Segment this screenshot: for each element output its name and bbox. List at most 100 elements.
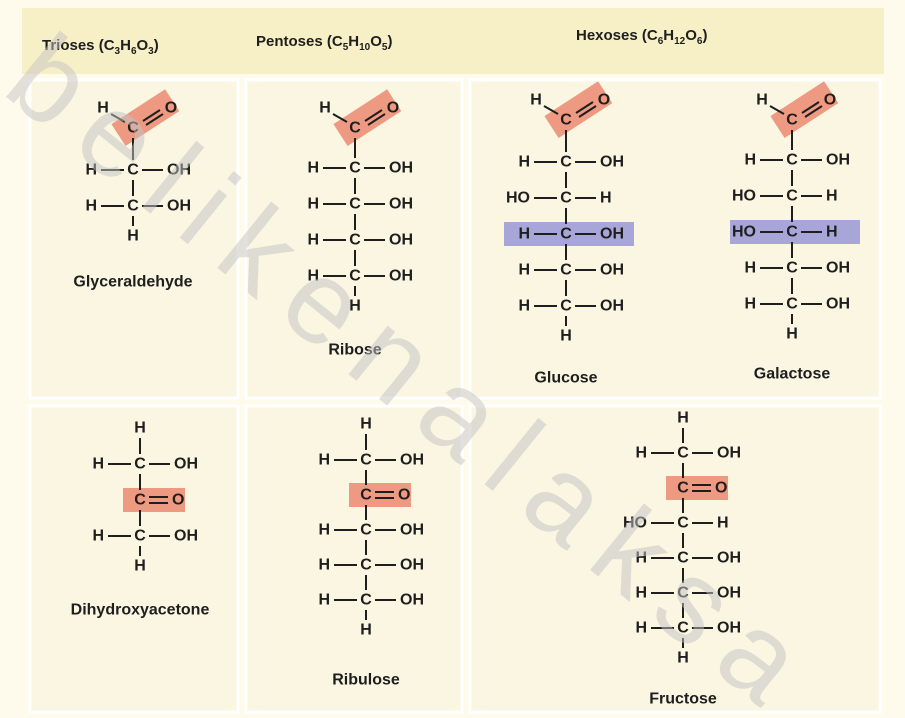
atom-carbon: C bbox=[134, 528, 146, 545]
atom-carbon: C bbox=[127, 198, 139, 215]
bond bbox=[110, 113, 126, 123]
atom-carbon: C bbox=[349, 268, 361, 285]
group-hydroxyl: OH bbox=[167, 198, 191, 215]
atom-hydrogen: H bbox=[97, 100, 109, 117]
atom-oxygen: O bbox=[398, 487, 410, 504]
bond-double bbox=[145, 113, 164, 126]
header-hexoses-c-count: 6 bbox=[658, 36, 664, 47]
highlight-carbonyl bbox=[544, 81, 613, 138]
atom-carbon: C bbox=[786, 296, 798, 313]
bond bbox=[543, 105, 559, 115]
highlight-chiral-carbon bbox=[504, 222, 634, 246]
atom-carbon: C bbox=[786, 112, 798, 129]
bond-double bbox=[367, 113, 386, 126]
highlight-carbonyl bbox=[770, 81, 839, 138]
highlight-carbonyl bbox=[333, 89, 402, 146]
group-hydroxyl: OH bbox=[400, 452, 424, 469]
atom-hydrogen: H bbox=[134, 558, 146, 575]
group-hydroxyl: OH bbox=[600, 298, 624, 315]
molecule-name-ribose: Ribose bbox=[328, 342, 381, 359]
highlight-chiral-carbon bbox=[730, 220, 860, 244]
molecule-name-fructose: Fructose bbox=[649, 691, 717, 708]
atom-carbon: C bbox=[349, 232, 361, 249]
atom-hydrogen: H bbox=[85, 198, 97, 215]
atom-hydrogen: H bbox=[744, 296, 756, 313]
atom-hydrogen: H bbox=[635, 620, 647, 637]
atom-hydrogen: H bbox=[127, 228, 139, 245]
molecule-name-glucose: Glucose bbox=[534, 370, 597, 387]
atom-hydrogen: H bbox=[319, 100, 331, 117]
atom-carbon: C bbox=[786, 260, 798, 277]
atom-hydrogen: H bbox=[307, 232, 319, 249]
atom-hydrogen: H bbox=[349, 298, 361, 315]
bond-double bbox=[364, 109, 383, 122]
atom-hydrogen: H bbox=[92, 456, 104, 473]
atom-carbon: C bbox=[560, 154, 572, 171]
atom-hydrogen: H bbox=[560, 328, 572, 345]
atom-carbon: C bbox=[560, 262, 572, 279]
atom-carbon: C bbox=[349, 160, 361, 177]
header-band bbox=[22, 8, 884, 74]
group-hydroxyl: OH bbox=[400, 557, 424, 574]
atom-hydrogen: H bbox=[92, 528, 104, 545]
group-hydroxyl: OH bbox=[389, 196, 413, 213]
header-hexoses: Hexoses (C6H12O6) bbox=[576, 27, 707, 47]
atom-hydrogen: H bbox=[756, 92, 768, 109]
atom-carbon: C bbox=[127, 162, 139, 179]
atom-hydrogen: H bbox=[318, 452, 330, 469]
header-trioses-o-count: 3 bbox=[148, 46, 154, 57]
atom-carbon: C bbox=[786, 188, 798, 205]
atom-oxygen: O bbox=[165, 100, 177, 117]
atom-oxygen: O bbox=[598, 92, 610, 109]
header-trioses-h-count: 6 bbox=[131, 46, 137, 57]
bond-double bbox=[804, 105, 823, 118]
atom-carbon: C bbox=[677, 480, 689, 497]
group-hydroxyl: HO bbox=[623, 515, 647, 532]
group-hydroxyl: OH bbox=[174, 456, 198, 473]
atom-carbon: C bbox=[560, 112, 572, 129]
atom-carbon: C bbox=[360, 452, 372, 469]
atom-hydrogen: H bbox=[318, 592, 330, 609]
atom-carbon: C bbox=[360, 557, 372, 574]
bond-double bbox=[575, 101, 594, 114]
atom-hydrogen: H bbox=[360, 416, 372, 433]
group-hydroxyl: OH bbox=[717, 620, 741, 637]
atom-hydrogen: H bbox=[518, 154, 530, 171]
atom-carbon: C bbox=[127, 120, 139, 137]
group-hydroxyl: HO bbox=[506, 190, 530, 207]
group-hydroxyl: OH bbox=[826, 296, 850, 313]
header-trioses-c-count: 3 bbox=[115, 46, 121, 57]
group-hydroxyl: OH bbox=[400, 522, 424, 539]
header-pentoses-h-count: 10 bbox=[359, 42, 371, 53]
group-hydroxyl: OH bbox=[600, 262, 624, 279]
header-pentoses: Pentoses (C5H10O5) bbox=[256, 33, 392, 53]
group-hydroxyl: OH bbox=[167, 162, 191, 179]
bond-double bbox=[578, 105, 597, 118]
atom-hydrogen: H bbox=[635, 445, 647, 462]
atom-hydrogen: H bbox=[307, 160, 319, 177]
molecule-name-dihydroxyacetone: Dihydroxyacetone bbox=[71, 602, 210, 619]
atom-oxygen: O bbox=[387, 100, 399, 117]
group-hydroxyl: HO bbox=[732, 224, 756, 241]
atom-carbon: C bbox=[786, 152, 798, 169]
group-hydroxyl: OH bbox=[400, 592, 424, 609]
atom-carbon: C bbox=[677, 445, 689, 462]
atom-carbon: C bbox=[349, 196, 361, 213]
bond bbox=[769, 105, 785, 115]
atom-hydrogen: H bbox=[318, 557, 330, 574]
molecule-name-glyceraldehyde: Glyceraldehyde bbox=[73, 274, 192, 291]
group-hydroxyl: OH bbox=[826, 152, 850, 169]
atom-carbon: C bbox=[360, 522, 372, 539]
atom-oxygen: O bbox=[824, 92, 836, 109]
highlight-carbonyl bbox=[666, 476, 728, 500]
group-hydroxyl: OH bbox=[174, 528, 198, 545]
atom-carbon: C bbox=[677, 515, 689, 532]
atom-carbon: C bbox=[360, 592, 372, 609]
group-hydroxyl: OH bbox=[600, 154, 624, 171]
atom-hydrogen: H bbox=[134, 420, 146, 437]
atom-hydrogen: H bbox=[744, 260, 756, 277]
